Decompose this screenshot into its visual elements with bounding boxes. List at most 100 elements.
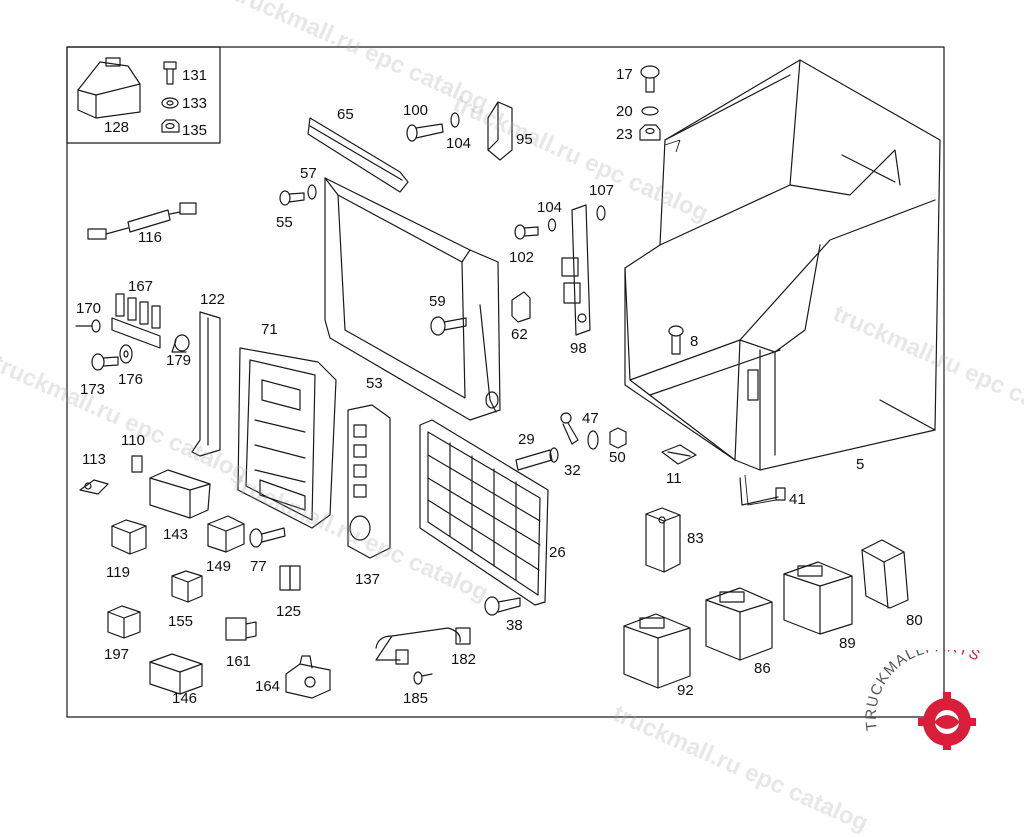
part-77-screw bbox=[249, 527, 286, 548]
label-77: 77 bbox=[250, 558, 267, 575]
label-170: 170 bbox=[76, 300, 102, 317]
part-104-washer-b bbox=[547, 218, 557, 232]
label-83: 83 bbox=[687, 530, 704, 547]
label-185: 185 bbox=[403, 690, 429, 707]
label-176: 176 bbox=[118, 371, 144, 388]
label-179: 179 bbox=[166, 352, 192, 369]
label-32: 32 bbox=[564, 462, 581, 479]
label-173: 173 bbox=[80, 381, 106, 398]
leader-lines bbox=[664, 139, 777, 506]
label-55: 55 bbox=[276, 214, 293, 231]
label-131: 131 bbox=[182, 67, 208, 84]
part-55-screw bbox=[279, 190, 305, 206]
part-23-nut bbox=[639, 124, 661, 141]
part-116-cable bbox=[87, 202, 197, 240]
part-71-fuse-board bbox=[237, 347, 337, 529]
diagram-frame bbox=[66, 46, 945, 718]
part-122-mounting-bar bbox=[191, 311, 221, 457]
part-80-relay-base bbox=[861, 539, 909, 609]
label-135: 135 bbox=[182, 122, 208, 139]
part-41-clip-nut bbox=[739, 477, 786, 506]
part-32-cable-lug bbox=[560, 412, 579, 445]
label-137: 137 bbox=[355, 571, 381, 588]
label-155: 155 bbox=[168, 613, 194, 630]
label-65: 65 bbox=[337, 106, 354, 123]
label-41: 41 bbox=[789, 491, 806, 508]
part-11-clip bbox=[661, 444, 697, 465]
part-125-connector bbox=[279, 565, 301, 591]
label-146: 146 bbox=[172, 690, 198, 707]
label-149: 149 bbox=[206, 558, 232, 575]
label-20: 20 bbox=[616, 103, 633, 120]
part-20-washer bbox=[641, 106, 659, 116]
part-128-cover bbox=[77, 57, 141, 119]
part-92-relay-block bbox=[623, 613, 691, 689]
label-110: 110 bbox=[121, 432, 145, 449]
part-100-bolt bbox=[406, 123, 444, 142]
label-98: 98 bbox=[570, 340, 587, 357]
part-119-relay bbox=[111, 519, 147, 555]
label-128: 128 bbox=[104, 119, 130, 136]
label-8: 8 bbox=[690, 333, 699, 350]
part-5-housing bbox=[624, 59, 941, 471]
part-65-rail bbox=[307, 117, 409, 193]
label-47: 47 bbox=[582, 410, 599, 427]
part-26-fuse-cover bbox=[419, 419, 549, 606]
part-86-relay-block bbox=[705, 587, 773, 661]
part-182-cable bbox=[375, 627, 471, 665]
part-8-bolt bbox=[668, 325, 684, 355]
label-119: 119 bbox=[106, 564, 130, 581]
part-102-screw bbox=[514, 224, 539, 240]
part-98-connector-plate bbox=[561, 204, 591, 336]
label-104-b: 104 bbox=[537, 199, 563, 216]
label-92: 92 bbox=[677, 682, 694, 699]
label-86: 86 bbox=[754, 660, 771, 677]
label-17: 17 bbox=[616, 66, 633, 83]
part-53-frame bbox=[324, 177, 501, 421]
part-143-relay bbox=[149, 469, 211, 519]
label-113: 113 bbox=[82, 451, 106, 468]
logo-emblem: TRUCKMALLPARTS bbox=[863, 638, 982, 750]
part-113-clamp bbox=[79, 479, 109, 495]
label-11: 11 bbox=[666, 470, 682, 487]
label-89: 89 bbox=[839, 635, 856, 652]
part-17-bolt bbox=[640, 65, 660, 93]
part-170-pin bbox=[75, 319, 101, 333]
label-107: 107 bbox=[589, 182, 615, 199]
label-197: 197 bbox=[104, 646, 130, 663]
part-50-nut bbox=[609, 427, 627, 449]
label-38: 38 bbox=[506, 617, 523, 634]
label-104-a: 104 bbox=[446, 135, 472, 152]
label-80: 80 bbox=[906, 612, 923, 629]
part-83-fuse-holder bbox=[645, 507, 681, 573]
part-95-bracket bbox=[487, 101, 513, 161]
label-102: 102 bbox=[509, 249, 535, 266]
label-164: 164 bbox=[255, 678, 281, 695]
label-50: 50 bbox=[609, 449, 626, 466]
part-155-relay bbox=[171, 570, 203, 603]
part-133-washer bbox=[161, 97, 179, 109]
part-149-relay bbox=[207, 515, 245, 553]
part-146-relay bbox=[149, 653, 203, 695]
label-161: 161 bbox=[226, 653, 252, 670]
part-135-nut bbox=[161, 119, 180, 133]
truckmallparts-logo: TRUCKMALLPARTS bbox=[852, 638, 1022, 750]
label-133: 133 bbox=[182, 95, 208, 112]
part-107-washer bbox=[596, 205, 606, 221]
label-116: 116 bbox=[138, 229, 162, 246]
part-104-washer bbox=[450, 112, 460, 128]
label-5: 5 bbox=[856, 456, 865, 473]
part-38-screw bbox=[484, 596, 521, 616]
part-197-relay bbox=[107, 605, 141, 639]
part-173-screw bbox=[91, 353, 119, 371]
part-176-washer bbox=[119, 344, 133, 364]
part-179-bushing bbox=[171, 334, 190, 353]
label-29: 29 bbox=[518, 431, 535, 448]
label-167: 167 bbox=[128, 278, 154, 295]
exploded-view-drawing bbox=[66, 46, 945, 718]
label-125: 125 bbox=[276, 603, 302, 620]
part-131-screw bbox=[163, 61, 177, 85]
inset-box bbox=[66, 46, 221, 144]
label-95: 95 bbox=[516, 131, 533, 148]
part-47-washer bbox=[587, 430, 599, 450]
